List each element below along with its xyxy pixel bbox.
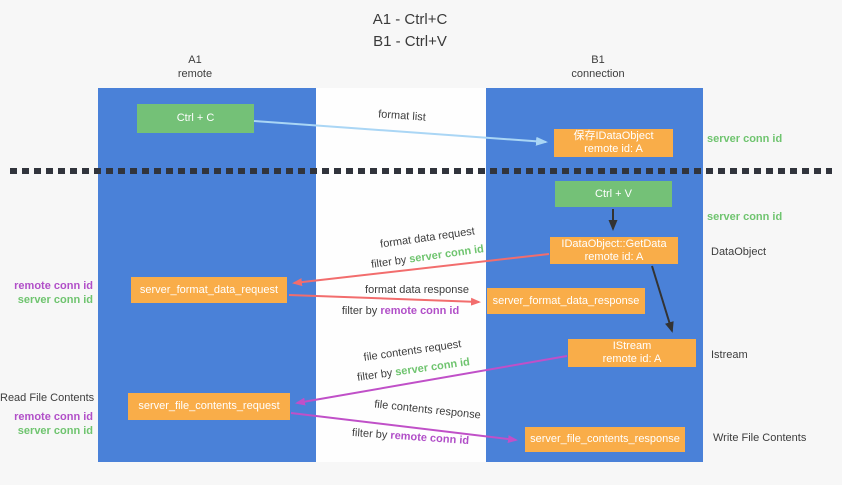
lane-right-role: connection <box>571 68 625 80</box>
label-server-conn-id-mid: server conn id <box>707 211 783 223</box>
label-remote-conn-id-1: remote conn id <box>14 280 93 292</box>
node-istream: IStream remote id: A <box>568 339 696 367</box>
node-ctrl-c: Ctrl + C <box>137 104 254 133</box>
label-server-conn-id-top: server conn id <box>707 133 783 145</box>
filter-by-text: filter by <box>341 305 381 317</box>
label-dataobject: DataObject <box>711 246 767 258</box>
label-group-conn-ids-1: remote conn id server conn id <box>0 279 93 307</box>
dashed-separator-line <box>10 168 832 174</box>
label-istream: Istream <box>711 349 748 361</box>
edge-label-format-response-filter: filter by remote conn id <box>323 305 478 317</box>
node-istream-line1: IStream <box>612 340 652 352</box>
node-file-response-label: server_file_contents_response <box>530 433 680 445</box>
node-ctrl-c-label: Ctrl + C <box>176 112 215 124</box>
edge-label-format-data-response: format data response <box>365 284 469 296</box>
node-format-response-label: server_format_data_response <box>492 294 640 307</box>
label-remote-conn-id-2: remote conn id <box>14 411 93 423</box>
lane-right-name: B1 <box>591 54 605 66</box>
label-server-conn-id-1: server conn id <box>17 294 93 306</box>
node-idataobject-getdata: IDataObject::GetData remote id: A <box>550 237 678 264</box>
label-read-file-contents: Read File Contents <box>0 392 95 404</box>
label-server-conn-id-2: server conn id <box>17 425 93 437</box>
node-ctrl-v-label: Ctrl + V <box>595 187 632 200</box>
node-istream-line2: remote id: A <box>602 353 662 365</box>
lane-header-left: A1 remote <box>135 53 255 81</box>
title-line-2: B1 - Ctrl+V <box>373 33 447 50</box>
node-save-idataobject: 保存IDataObject remote id: A <box>554 129 673 157</box>
label-write-file-contents: Write File Contents <box>713 432 807 444</box>
lane-left-name: A1 <box>188 54 202 66</box>
node-getdata-line1: IDataObject::GetData <box>561 237 667 250</box>
remote-conn-id-key: remote conn id <box>380 305 460 317</box>
lane-header-right: B1 connection <box>538 53 658 81</box>
lane-left-role: remote <box>177 68 213 80</box>
diagram-title: A1 - Ctrl+C B1 - Ctrl+V <box>0 9 820 53</box>
node-getdata-line2: remote id: A <box>584 250 644 263</box>
node-server-file-contents-response: server_file_contents_response <box>525 427 685 452</box>
node-format-request-label: server_format_data_request <box>139 283 279 296</box>
node-file-request-label: server_file_contents_request <box>138 400 280 412</box>
node-server-format-data-request: server_format_data_request <box>131 277 287 303</box>
title-line-1: A1 - Ctrl+C <box>372 11 448 28</box>
node-ctrl-v: Ctrl + V <box>555 181 672 207</box>
node-server-format-data-response: server_format_data_response <box>487 288 645 314</box>
node-save-idataobject-line2: remote id: A <box>584 143 643 155</box>
node-save-idataobject-line1: 保存IDataObject <box>573 130 654 142</box>
label-group-conn-ids-2: remote conn id server conn id <box>0 410 93 438</box>
node-server-file-contents-request: server_file_contents_request <box>128 393 290 420</box>
